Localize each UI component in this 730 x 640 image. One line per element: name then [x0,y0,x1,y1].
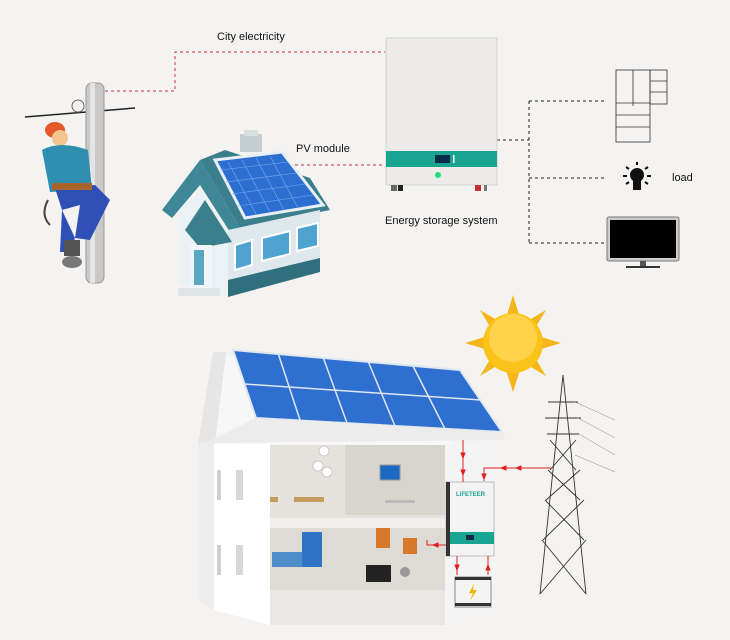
sun [465,295,561,392]
utility-worker-illustration [24,82,136,284]
city-electricity-connector [105,51,385,92]
house-with-solar-roof [162,130,330,297]
energy-flow-arrows [426,440,552,575]
pv-module-label: PV module [296,143,350,155]
wall-inverter [445,481,495,557]
energy-storage-unit [385,37,498,191]
power-transmission-tower [539,374,616,595]
house-cutaway [198,348,505,625]
refrigerator-icon [615,69,668,143]
tv-monitor-icon [606,216,680,268]
load-connectors [497,100,607,244]
city-electricity-label: City electricity [217,31,285,43]
energy-storage-system-label: Energy storage system [385,215,498,227]
load-label: load [672,172,693,184]
light-bulb-icon [623,162,651,190]
battery [454,576,492,608]
inverter-brand-text: LiFETEER [456,492,486,498]
